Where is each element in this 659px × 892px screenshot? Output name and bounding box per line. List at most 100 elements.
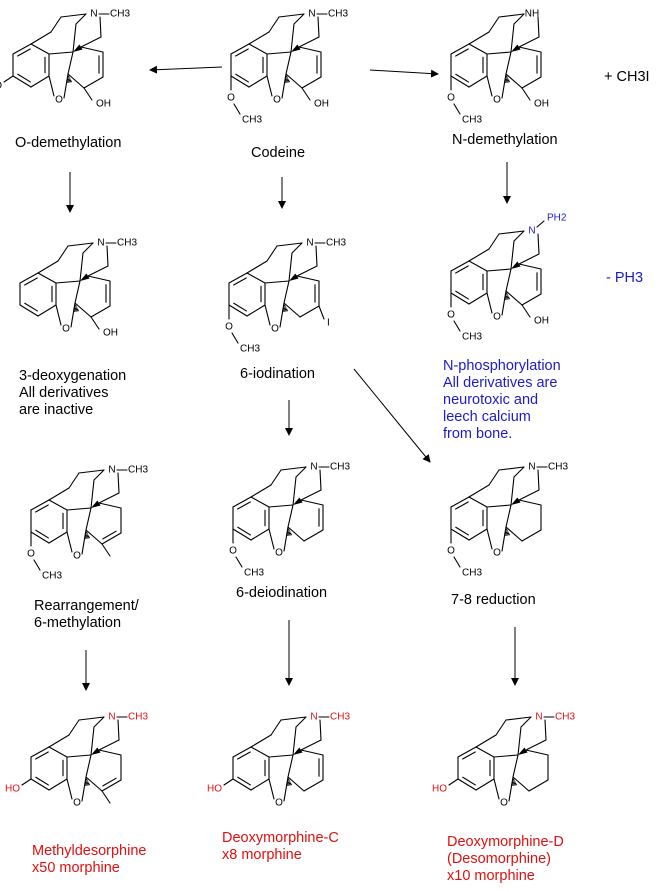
bond	[501, 290, 507, 316]
bond	[250, 484, 272, 498]
label-o-demethylation: O-demethylation	[15, 135, 122, 151]
bond	[85, 776, 103, 792]
bond	[30, 75, 50, 88]
wedge-bond	[293, 747, 303, 755]
bond	[101, 543, 111, 557]
bond	[448, 778, 459, 786]
bond	[67, 242, 94, 247]
bond	[301, 76, 322, 89]
bond	[66, 778, 73, 800]
bond	[486, 292, 493, 314]
bond	[264, 304, 271, 326]
bond	[475, 778, 495, 791]
bond	[537, 16, 540, 38]
bond	[468, 292, 488, 305]
ring-oxygen-atom: O	[62, 324, 70, 335]
bond	[283, 526, 289, 552]
c3-methoxy-oxygen: O	[27, 549, 35, 560]
bond	[30, 531, 50, 544]
bond	[81, 776, 87, 802]
bond	[79, 252, 84, 282]
bond	[300, 499, 324, 506]
bond	[501, 526, 507, 552]
hashed-bond	[285, 534, 293, 536]
bond	[250, 778, 270, 791]
wedge-bond	[511, 497, 521, 505]
bond	[291, 242, 303, 254]
bond	[457, 746, 477, 758]
bond	[486, 51, 512, 55]
bond	[30, 746, 50, 758]
bond	[101, 790, 111, 804]
bond	[493, 778, 500, 800]
label-phosphorylation-line5: from bone.	[443, 426, 513, 442]
bond	[93, 716, 105, 728]
ring-oxygen-atom: O	[500, 798, 508, 809]
bond	[268, 754, 294, 758]
n-methyl-group: CH3	[555, 712, 575, 723]
bond	[450, 528, 470, 541]
label-rearrangement-line2: 6-methylation	[34, 615, 122, 631]
bond	[475, 734, 497, 748]
label-methyldesorphine-line1: Methyldesorphine	[32, 843, 147, 859]
bond	[287, 776, 305, 792]
bond	[518, 499, 542, 506]
hashed-bond	[73, 308, 79, 311]
c6-hydroxyl: OH	[103, 328, 118, 339]
ring-oxygen-atom: O	[493, 95, 501, 106]
bond	[3, 75, 14, 83]
bond	[37, 260, 59, 274]
bond	[250, 734, 272, 748]
wedge-bond	[511, 261, 521, 269]
bond	[250, 528, 270, 541]
bond	[510, 240, 515, 270]
bond	[223, 778, 234, 786]
c3-methoxy-oxygen: O	[227, 93, 235, 104]
ring-oxygen-atom: O	[73, 798, 81, 809]
bond	[488, 233, 500, 250]
n-methyl-group: CH3	[548, 462, 568, 473]
ring-oxygen-atom: O	[273, 95, 281, 106]
bond	[98, 502, 122, 509]
label-reduction: 7-8 reduction	[451, 592, 536, 608]
bond	[102, 777, 117, 787]
bond	[246, 272, 266, 284]
bond	[281, 73, 287, 99]
wedge-bond	[80, 273, 90, 281]
bond	[512, 776, 530, 792]
bond	[513, 13, 525, 25]
ph2-group: PH2	[547, 213, 567, 224]
bond	[293, 13, 305, 25]
nitrogen-atom: N	[308, 9, 315, 20]
c3-methoxy-methyl: CH3	[462, 568, 482, 579]
bond	[55, 280, 81, 284]
wedge-bond	[511, 44, 521, 52]
c6-hydroxyl: OH	[534, 316, 549, 327]
bond	[280, 466, 307, 471]
bond	[298, 36, 320, 48]
bond	[87, 265, 109, 277]
bond	[528, 779, 549, 792]
bond	[232, 528, 252, 541]
bond	[537, 233, 540, 255]
bond	[505, 290, 523, 306]
bond	[101, 779, 122, 792]
c3-methoxy-methyl: CH3	[242, 115, 262, 126]
bond	[246, 260, 268, 274]
bond	[48, 499, 68, 511]
n-methyl-group: CH3	[128, 712, 148, 723]
bond	[493, 754, 519, 758]
bond	[455, 265, 469, 274]
bond	[292, 476, 297, 506]
bond	[30, 778, 50, 791]
bond	[303, 779, 324, 792]
c3-methoxy-oxygen: O	[447, 93, 455, 104]
n-methyl-group: CH3	[128, 465, 148, 476]
bond	[266, 245, 278, 262]
bond	[85, 754, 92, 778]
bond	[468, 75, 488, 88]
bond	[80, 36, 102, 48]
